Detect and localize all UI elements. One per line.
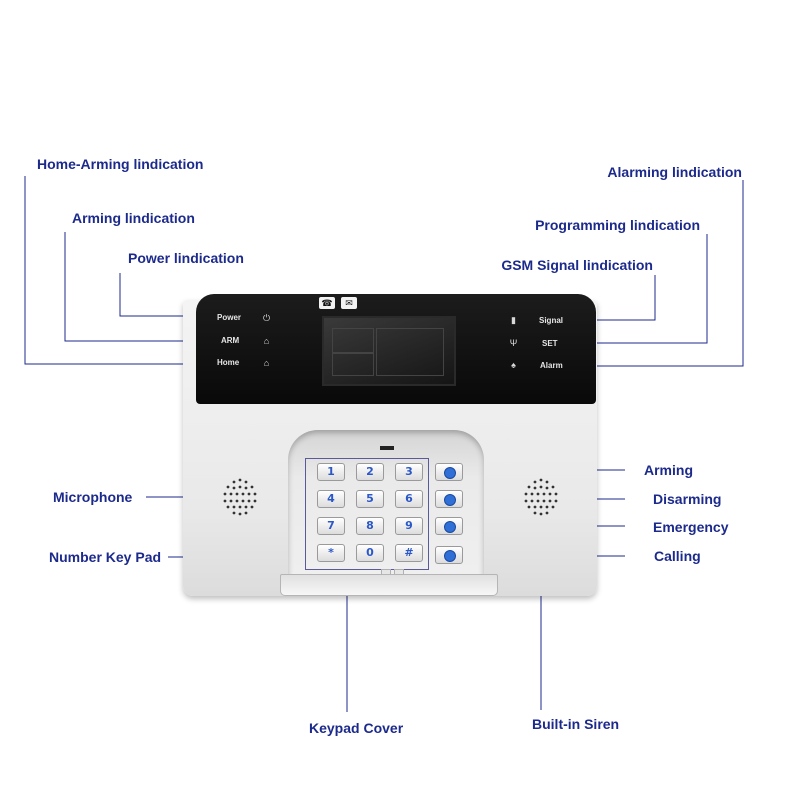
- number-key-pad: [305, 458, 429, 570]
- key-hash[interactable]: #: [395, 544, 423, 562]
- label-keypad-cover: Keypad Cover: [309, 720, 404, 736]
- leader-alarming: [574, 180, 744, 367]
- calling-key[interactable]: [435, 546, 463, 564]
- key-5[interactable]: 5: [356, 490, 384, 508]
- emergency-key-icon: [444, 521, 456, 533]
- key-8[interactable]: 8: [356, 517, 384, 535]
- siren-grille: [524, 478, 558, 516]
- disarming-key[interactable]: [435, 490, 463, 508]
- indicator-slot: [380, 446, 394, 450]
- key-0[interactable]: 0: [356, 544, 384, 562]
- label-arming: Arming: [644, 462, 693, 478]
- arming-key-icon: [444, 467, 456, 479]
- emergency-key[interactable]: [435, 517, 463, 535]
- lcd-display: [322, 316, 456, 386]
- phone-icon: ☎: [319, 297, 335, 309]
- signal-led-label: Signal: [539, 316, 564, 325]
- settings-icon: Ψ: [509, 338, 518, 348]
- set-led-label: SET: [542, 339, 558, 348]
- home-led-label: Home: [217, 358, 240, 367]
- alarm-led-label: Alarm: [540, 361, 563, 370]
- calling-key-icon: [444, 550, 456, 562]
- label-home-arming: Home-Arming lindication: [37, 156, 204, 172]
- label-emergency: Emergency: [653, 519, 729, 535]
- label-microphone: Microphone: [53, 489, 133, 505]
- key-2[interactable]: 2: [356, 463, 384, 481]
- arm-led-label: ARM: [221, 336, 240, 345]
- leader-arming: [64, 232, 240, 342]
- key-3[interactable]: 3: [395, 463, 423, 481]
- house-lock-icon: ⌂: [263, 336, 270, 346]
- power-icon: ⏻: [262, 313, 271, 323]
- leader-home-arming: [24, 176, 240, 365]
- key-4[interactable]: 4: [317, 490, 345, 508]
- disarming-key-icon: [444, 494, 456, 506]
- leader-programming: [574, 234, 708, 344]
- key-7[interactable]: 7: [317, 517, 345, 535]
- signal-icon: ▮: [511, 315, 516, 325]
- home-icon: ⌂: [263, 358, 270, 368]
- sms-icon: ✉: [341, 297, 357, 309]
- label-programming-indication: Programming lindication: [535, 217, 700, 233]
- label-arming-indication: Arming lindication: [72, 210, 195, 226]
- label-builtin-siren: Built-in Siren: [532, 716, 620, 732]
- key-6[interactable]: 6: [395, 490, 423, 508]
- label-number-key-pad: Number Key Pad: [49, 549, 162, 565]
- label-calling: Calling: [654, 548, 701, 564]
- key-1[interactable]: 1: [317, 463, 345, 481]
- leader-gsm: [574, 275, 656, 321]
- alarm-icon: ♠: [511, 360, 516, 370]
- power-led-label: Power: [217, 313, 242, 322]
- key-9[interactable]: 9: [395, 517, 423, 535]
- keypad-cover[interactable]: [280, 574, 498, 596]
- key-star[interactable]: *: [317, 544, 345, 562]
- arming-key[interactable]: [435, 463, 463, 481]
- label-disarming: Disarming: [653, 491, 722, 507]
- label-alarming-indication: Alarming lindication: [607, 164, 742, 180]
- microphone-grille: [223, 478, 257, 516]
- label-gsm-indication: GSM Signal lindication: [501, 257, 653, 273]
- label-power-indication: Power lindication: [128, 250, 244, 266]
